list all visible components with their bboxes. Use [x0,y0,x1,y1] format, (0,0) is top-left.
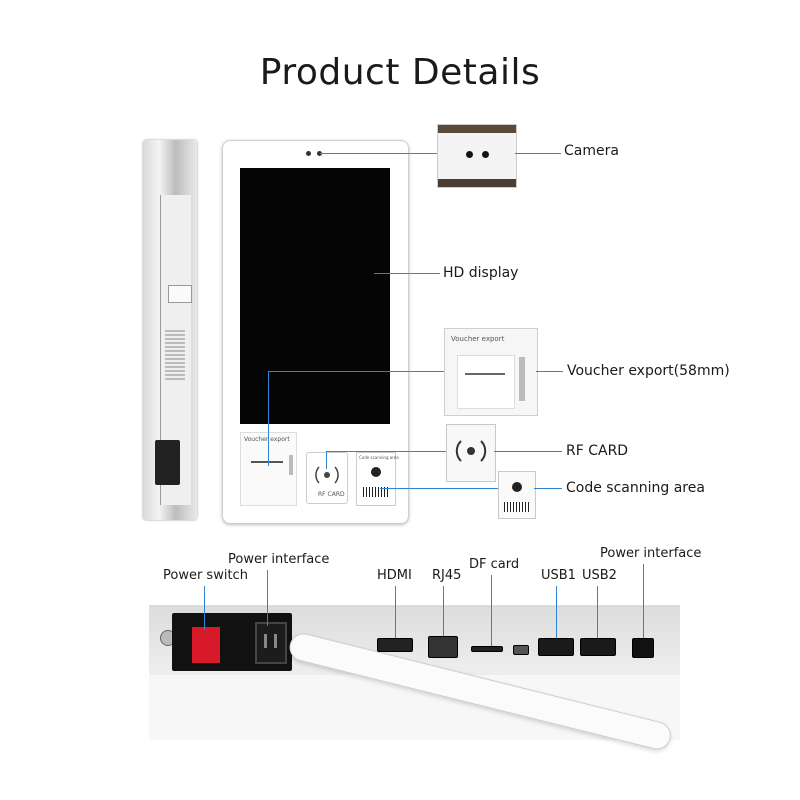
printer-photo-label: Voucher export [451,335,505,343]
hd-display-screen [240,168,390,424]
side-port [155,440,180,485]
mini-rf-label: RF CARD [318,491,345,498]
paper-slot [251,461,283,463]
scan-area-closeup-photo [498,471,536,519]
power-switch-rocker[interactable] [190,625,222,665]
rf-wave-icon [455,440,487,462]
power-switch-line [204,586,205,630]
scan-label-line [534,488,562,489]
rj45-line [443,586,444,636]
scan-leader-line [380,488,498,489]
camera-label: Camera [564,143,619,159]
camera-lens-icon [317,151,322,156]
dc-power-port[interactable] [632,638,654,658]
power-interface-right-line [643,564,644,638]
barcode-icon [504,502,530,512]
usb2-line [597,586,598,638]
usb2-label: USB2 [582,568,617,583]
barcode-icon [363,487,389,497]
mini-scan-label: Code scanning area [359,455,399,460]
voucher-label-line [536,371,563,372]
rf-leader-drop [326,451,327,469]
df-card-label: DF card [469,557,520,572]
usb2-port[interactable] [580,638,616,656]
usb1-label: USB1 [541,568,576,583]
camera-lens-icon [306,151,311,156]
power-socket[interactable] [255,622,287,664]
df-card-line [491,575,492,646]
rf-label-line [494,451,562,452]
side-vent [165,330,185,380]
rf-card-closeup-photo [446,424,496,482]
hdmi-port[interactable] [377,638,413,652]
voucher-leader-drop [268,371,269,466]
voucher-printer-closeup-photo: Voucher export [444,328,538,416]
hdmi-line [395,586,396,638]
hdmi-label: HDMI [377,568,412,583]
camera-leader-line [320,153,437,154]
hd-display-leader-line [374,273,440,274]
side-bracket [168,285,192,303]
camera-lens-icon [482,151,489,158]
code-scanning-label: Code scanning area [566,480,705,496]
usb1-line [556,586,557,638]
df-card-slot[interactable] [471,646,503,652]
printer-door [457,355,515,409]
rj45-port[interactable] [428,636,458,658]
paper-slot [465,373,505,375]
rf-card-label: RF CARD [566,443,629,459]
power-interface-left-line [267,570,268,626]
camera-closeup-photo [437,124,517,188]
scanner-lens-icon [512,482,522,492]
mini-scan-area: Code scanning area [356,452,399,506]
rf-wave-icon [315,466,339,484]
voucher-leader-line [268,371,444,372]
usb1-port[interactable] [538,638,574,656]
mini-rf-reader: RF CARD [306,452,348,504]
rj45-label: RJ45 [432,568,462,583]
voucher-export-label: Voucher export(58mm) [567,363,730,379]
scanner-lens-icon [371,467,381,477]
micro-port[interactable] [513,645,529,655]
camera-label-line [515,153,561,154]
printer-latch [289,455,293,475]
printer-latch [519,357,525,401]
power-interface-left-label: Power interface [228,552,330,567]
camera-lens-icon [466,151,473,158]
power-switch-label: Power switch [163,568,248,583]
page-title: Product Details [259,52,541,93]
power-interface-right-label: Power interface [600,546,702,561]
mini-voucher-label: Voucher export [244,436,290,443]
rf-leader-line [326,451,446,452]
hd-display-label: HD display [443,265,519,281]
